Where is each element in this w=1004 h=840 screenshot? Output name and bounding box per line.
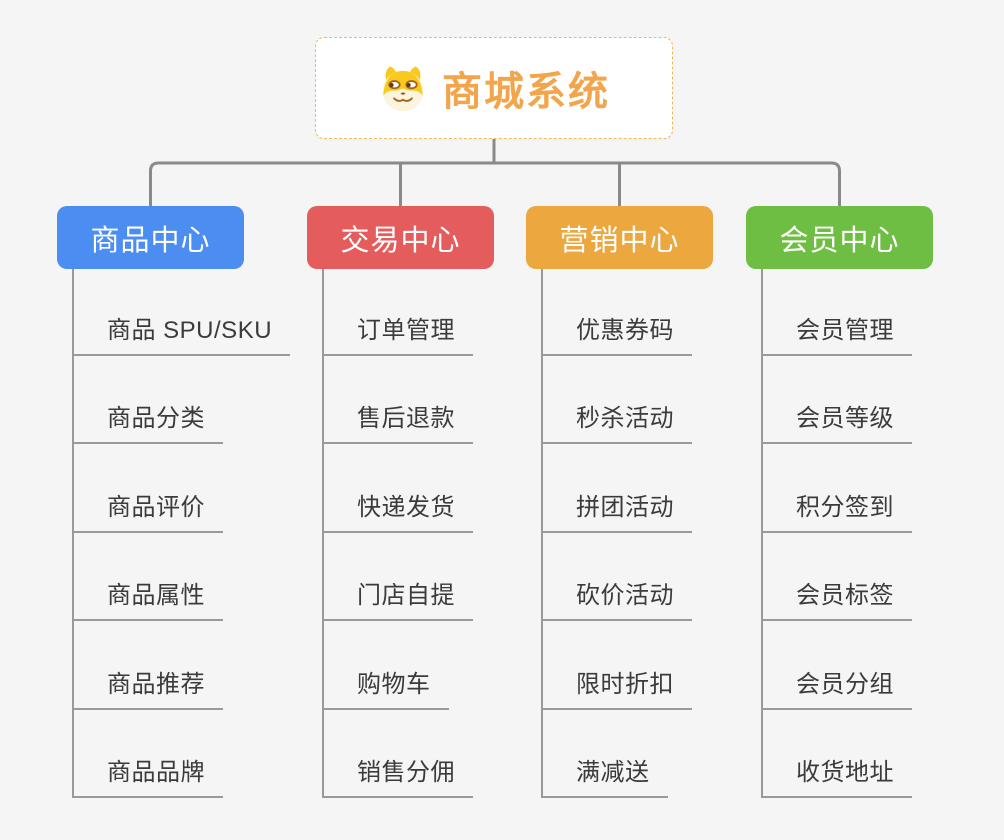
branch-items-marketing-center: 优惠券码秒杀活动拼团活动砍价活动限时折扣满减送 (541, 267, 692, 798)
leaf-node: 会员等级 (763, 356, 912, 444)
leaf-node-label[interactable]: 积分签到 (763, 487, 912, 533)
leaf-node: 会员标签 (763, 533, 912, 621)
leaf-node-label[interactable]: 优惠券码 (543, 310, 692, 356)
leaf-node-label[interactable]: 门店自提 (324, 575, 473, 621)
leaf-node-label[interactable]: 商品 SPU/SKU (74, 310, 291, 356)
branch-node-marketing-center[interactable]: 营销中心 (526, 206, 713, 269)
leaf-node: 商品推荐 (74, 621, 290, 710)
leaf-node-label[interactable]: 快递发货 (324, 487, 473, 533)
branch-node-trade-center[interactable]: 交易中心 (307, 206, 494, 269)
leaf-node: 会员管理 (763, 267, 912, 356)
branch-items-trade-center: 订单管理售后退款快递发货门店自提购物车销售分佣 (322, 267, 473, 798)
root-node[interactable]: 商城系统 (315, 37, 673, 139)
leaf-node-label[interactable]: 商品属性 (74, 575, 223, 621)
leaf-node-label[interactable]: 购物车 (324, 664, 449, 710)
leaf-node-label[interactable]: 售后退款 (324, 398, 473, 444)
leaf-node-label[interactable]: 订单管理 (324, 310, 473, 356)
branch-node-product-center[interactable]: 商品中心 (57, 206, 244, 269)
branch-items-member-center: 会员管理会员等级积分签到会员标签会员分组收货地址 (761, 267, 912, 798)
leaf-node-label[interactable]: 商品评价 (74, 487, 223, 533)
leaf-node-label[interactable]: 砍价活动 (543, 575, 692, 621)
leaf-node: 收货地址 (763, 710, 912, 798)
leaf-node: 限时折扣 (543, 621, 692, 710)
shiba-dog-icon (382, 66, 424, 112)
leaf-node: 售后退款 (324, 356, 473, 444)
branch-node-member-center[interactable]: 会员中心 (746, 206, 933, 269)
leaf-node-label[interactable]: 满减送 (543, 752, 668, 798)
leaf-node: 销售分佣 (324, 710, 473, 798)
leaf-node: 订单管理 (324, 267, 473, 356)
leaf-node-label[interactable]: 销售分佣 (324, 752, 473, 798)
leaf-node-label[interactable]: 商品品牌 (74, 752, 223, 798)
leaf-node: 快递发货 (324, 444, 473, 533)
leaf-node: 优惠券码 (543, 267, 692, 356)
leaf-node: 门店自提 (324, 533, 473, 621)
leaf-node-label[interactable]: 会员分组 (763, 664, 912, 710)
leaf-node: 购物车 (324, 621, 473, 710)
leaf-node: 满减送 (543, 710, 692, 798)
leaf-node-label[interactable]: 拼团活动 (543, 487, 692, 533)
leaf-node-label[interactable]: 限时折扣 (543, 664, 692, 710)
root-title: 商城系统 (442, 70, 610, 114)
leaf-node: 秒杀活动 (543, 356, 692, 444)
leaf-node-label[interactable]: 会员标签 (763, 575, 912, 621)
leaf-node: 商品属性 (74, 533, 290, 621)
leaf-node: 砍价活动 (543, 533, 692, 621)
leaf-node: 拼团活动 (543, 444, 692, 533)
leaf-node: 商品分类 (74, 356, 290, 444)
leaf-node: 会员分组 (763, 621, 912, 710)
leaf-node-label[interactable]: 收货地址 (763, 752, 912, 798)
leaf-node: 商品品牌 (74, 710, 290, 798)
branch-items-product-center: 商品 SPU/SKU 商品分类商品评价商品属性商品推荐商品品牌 (72, 267, 291, 798)
leaf-node-label[interactable]: 会员等级 (763, 398, 912, 444)
leaf-node: 商品评价 (74, 444, 290, 533)
leaf-node-label[interactable]: 秒杀活动 (543, 398, 692, 444)
branch-rail-line (149, 161, 841, 206)
leaf-node: 积分签到 (763, 444, 912, 533)
leaf-node-label[interactable]: 商品分类 (74, 398, 223, 444)
leaf-node: 商品 SPU/SKU (74, 267, 291, 356)
leaf-node-label[interactable]: 商品推荐 (74, 664, 223, 710)
leaf-node-label[interactable]: 会员管理 (763, 310, 912, 356)
